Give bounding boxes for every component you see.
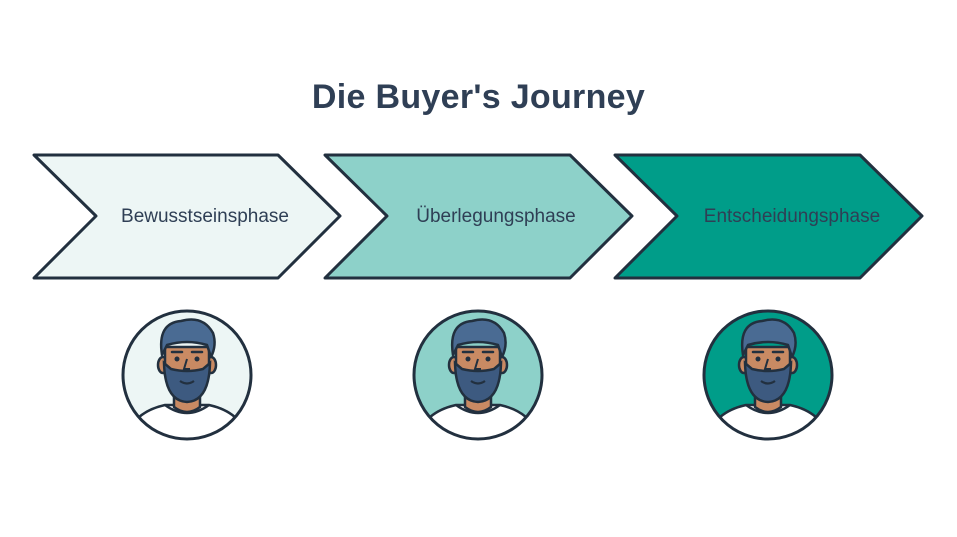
stage-label-3: Entscheidungsphase — [704, 206, 880, 227]
person-avatar-icon — [702, 309, 834, 441]
person-avatar-icon — [412, 309, 544, 441]
diagram-title: Die Buyer's Journey — [311, 78, 646, 116]
stage-arrow-consideration: Überlegungsphase — [323, 153, 634, 280]
stage-arrow-shape-2 — [323, 153, 634, 280]
stage-arrow-shape-1 — [32, 153, 342, 280]
stage-arrow-shape-3 — [613, 153, 924, 280]
person-avatar-icon — [121, 309, 253, 441]
stage-arrow-awareness: Bewusstseinsphase — [32, 153, 342, 280]
stage-label-2: Überlegungsphase — [416, 206, 576, 227]
stage-label-1: Bewusstseinsphase — [121, 206, 289, 227]
stage-arrow-decision: Entscheidungsphase — [613, 153, 924, 280]
